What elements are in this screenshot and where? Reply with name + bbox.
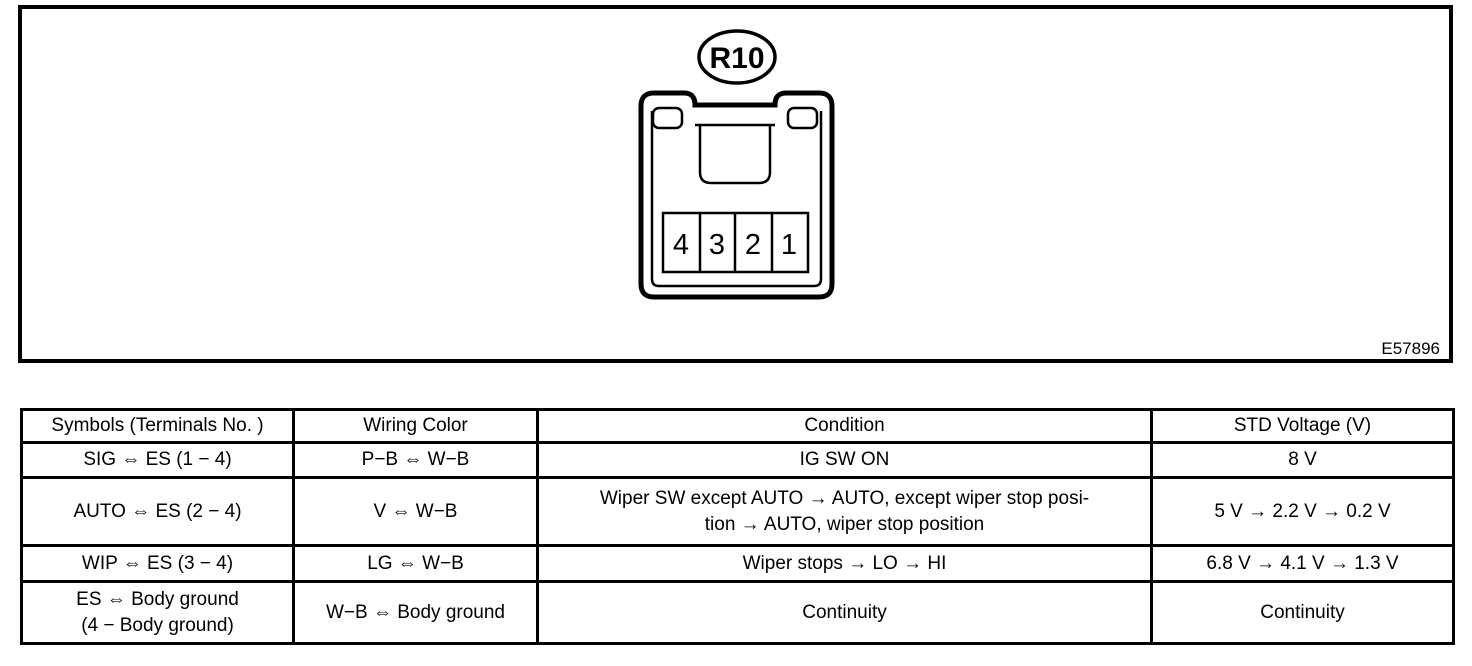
cell-symbols: SIG ⇔ ES (1 − 4): [20, 441, 295, 479]
connector-ear-hole-left: [651, 106, 684, 130]
cell-std-voltage: Continuity: [1150, 580, 1455, 645]
figure-code: E57896: [1381, 339, 1440, 358]
table-header-row: Symbols (Terminals No. ) Wiring Color Co…: [20, 408, 1455, 444]
connector-body: 4 3 2 1: [638, 90, 835, 300]
cell-wiring-color: LG ⇔ W−B: [292, 544, 539, 583]
col-header-symbols: Symbols (Terminals No. ): [20, 408, 295, 444]
table-row-es: ES ⇔ Body ground (4 − Body ground) W−B ⇔…: [20, 580, 1455, 645]
cell-condition: Wiper stops → LO → HI: [536, 544, 1153, 583]
connector-inner-wall: [650, 111, 823, 288]
col-header-condition: Condition: [536, 408, 1153, 444]
terminal-dividers: [698, 213, 774, 272]
terminal-spec-table: Symbols (Terminals No. ) Wiring Color Co…: [20, 408, 1455, 645]
cell-symbols: ES ⇔ Body ground (4 − Body ground): [20, 580, 295, 645]
connector-diagram: R10 4 3 2 1 E57896: [638, 29, 1440, 358]
col-header-std-voltage: STD Voltage (V): [1150, 408, 1455, 444]
col-header-wiring-color: Wiring Color: [292, 408, 539, 444]
cell-condition: IG SW ON: [536, 441, 1153, 479]
cell-wiring-color: P−B ⇔ W−B: [292, 441, 539, 479]
terminal-number-3: 3: [709, 229, 725, 261]
terminal-number-2: 2: [745, 229, 761, 261]
connector-label-ellipse: [697, 29, 777, 85]
cell-symbols: WIP ⇔ ES (3 − 4): [20, 544, 295, 583]
connector-lock-channel: [698, 125, 772, 185]
connector-label: R10: [709, 42, 764, 75]
cell-std-voltage: 8 V: [1150, 441, 1455, 479]
cell-std-voltage: 6.8 V → 4.1 V → 1.3 V: [1150, 544, 1455, 583]
terminal-number-4: 4: [673, 229, 689, 261]
cell-wiring-color: W−B ⇔ Body ground: [292, 580, 539, 645]
terminal-number-1: 1: [781, 229, 797, 261]
table-row-sig: SIG ⇔ ES (1 − 4) P−B ⇔ W−B IG SW ON 8 V: [20, 441, 1455, 479]
table-row-wip: WIP ⇔ ES (3 − 4) LG ⇔ W−B Wiper stops → …: [20, 544, 1455, 583]
table-row-auto: AUTO ⇔ ES (2 − 4) V ⇔ W−B Wiper SW excep…: [20, 476, 1455, 547]
connector-figure-panel: R10 4 3 2 1 E57896: [18, 5, 1453, 363]
connector-ear-hole-right: [786, 106, 819, 130]
cell-condition: Continuity: [536, 580, 1153, 645]
cell-symbols: AUTO ⇔ ES (2 − 4): [20, 476, 295, 547]
cell-std-voltage: 5 V → 2.2 V → 0.2 V: [1150, 476, 1455, 547]
cell-condition: Wiper SW except AUTO → AUTO, except wipe…: [536, 476, 1153, 547]
cell-wiring-color: V ⇔ W−B: [292, 476, 539, 547]
